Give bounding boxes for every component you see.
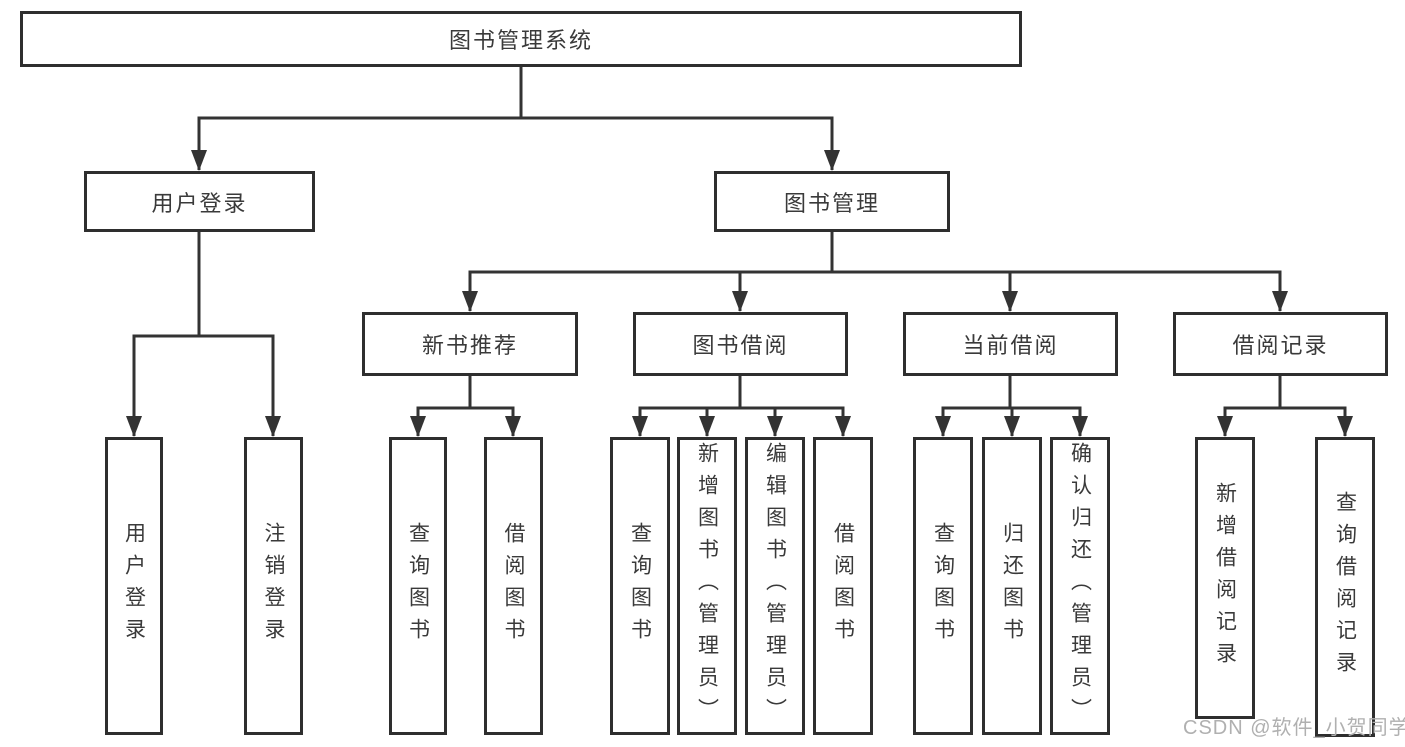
leaf-logout: 注销登录 [244, 437, 303, 735]
leaf-query-books-recommend: 查询图书 [389, 437, 447, 735]
node-book-borrow: 图书借阅 [633, 312, 848, 376]
leaf-add-books-admin: 新增图书（管理员） [677, 437, 737, 735]
csdn-watermark: CSDN @软件_小贺同学 [1183, 717, 1405, 739]
node-borrow-records: 借阅记录 [1173, 312, 1388, 376]
leaf-edit-books-admin: 编辑图书（管理员） [745, 437, 805, 735]
leaf-confirm-return-admin: 确认归还（管理员） [1050, 437, 1110, 735]
node-book-management: 图书管理 [714, 171, 950, 232]
node-new-book-recommend: 新书推荐 [362, 312, 578, 376]
leaf-borrow-books-recommend: 借阅图书 [484, 437, 543, 735]
leaf-add-borrow-record: 新增借阅记录 [1195, 437, 1255, 719]
leaf-query-borrow-record: 查询借阅记录 [1315, 437, 1375, 737]
node-library-management-system: 图书管理系统 [20, 11, 1022, 67]
leaf-query-books-current: 查询图书 [913, 437, 973, 735]
leaf-query-books-borrow: 查询图书 [610, 437, 670, 735]
node-current-borrow: 当前借阅 [903, 312, 1118, 376]
leaf-return-books: 归还图书 [982, 437, 1042, 735]
node-user-login: 用户登录 [84, 171, 315, 232]
leaf-user-login: 用户登录 [105, 437, 163, 735]
leaf-borrow-books: 借阅图书 [813, 437, 873, 735]
